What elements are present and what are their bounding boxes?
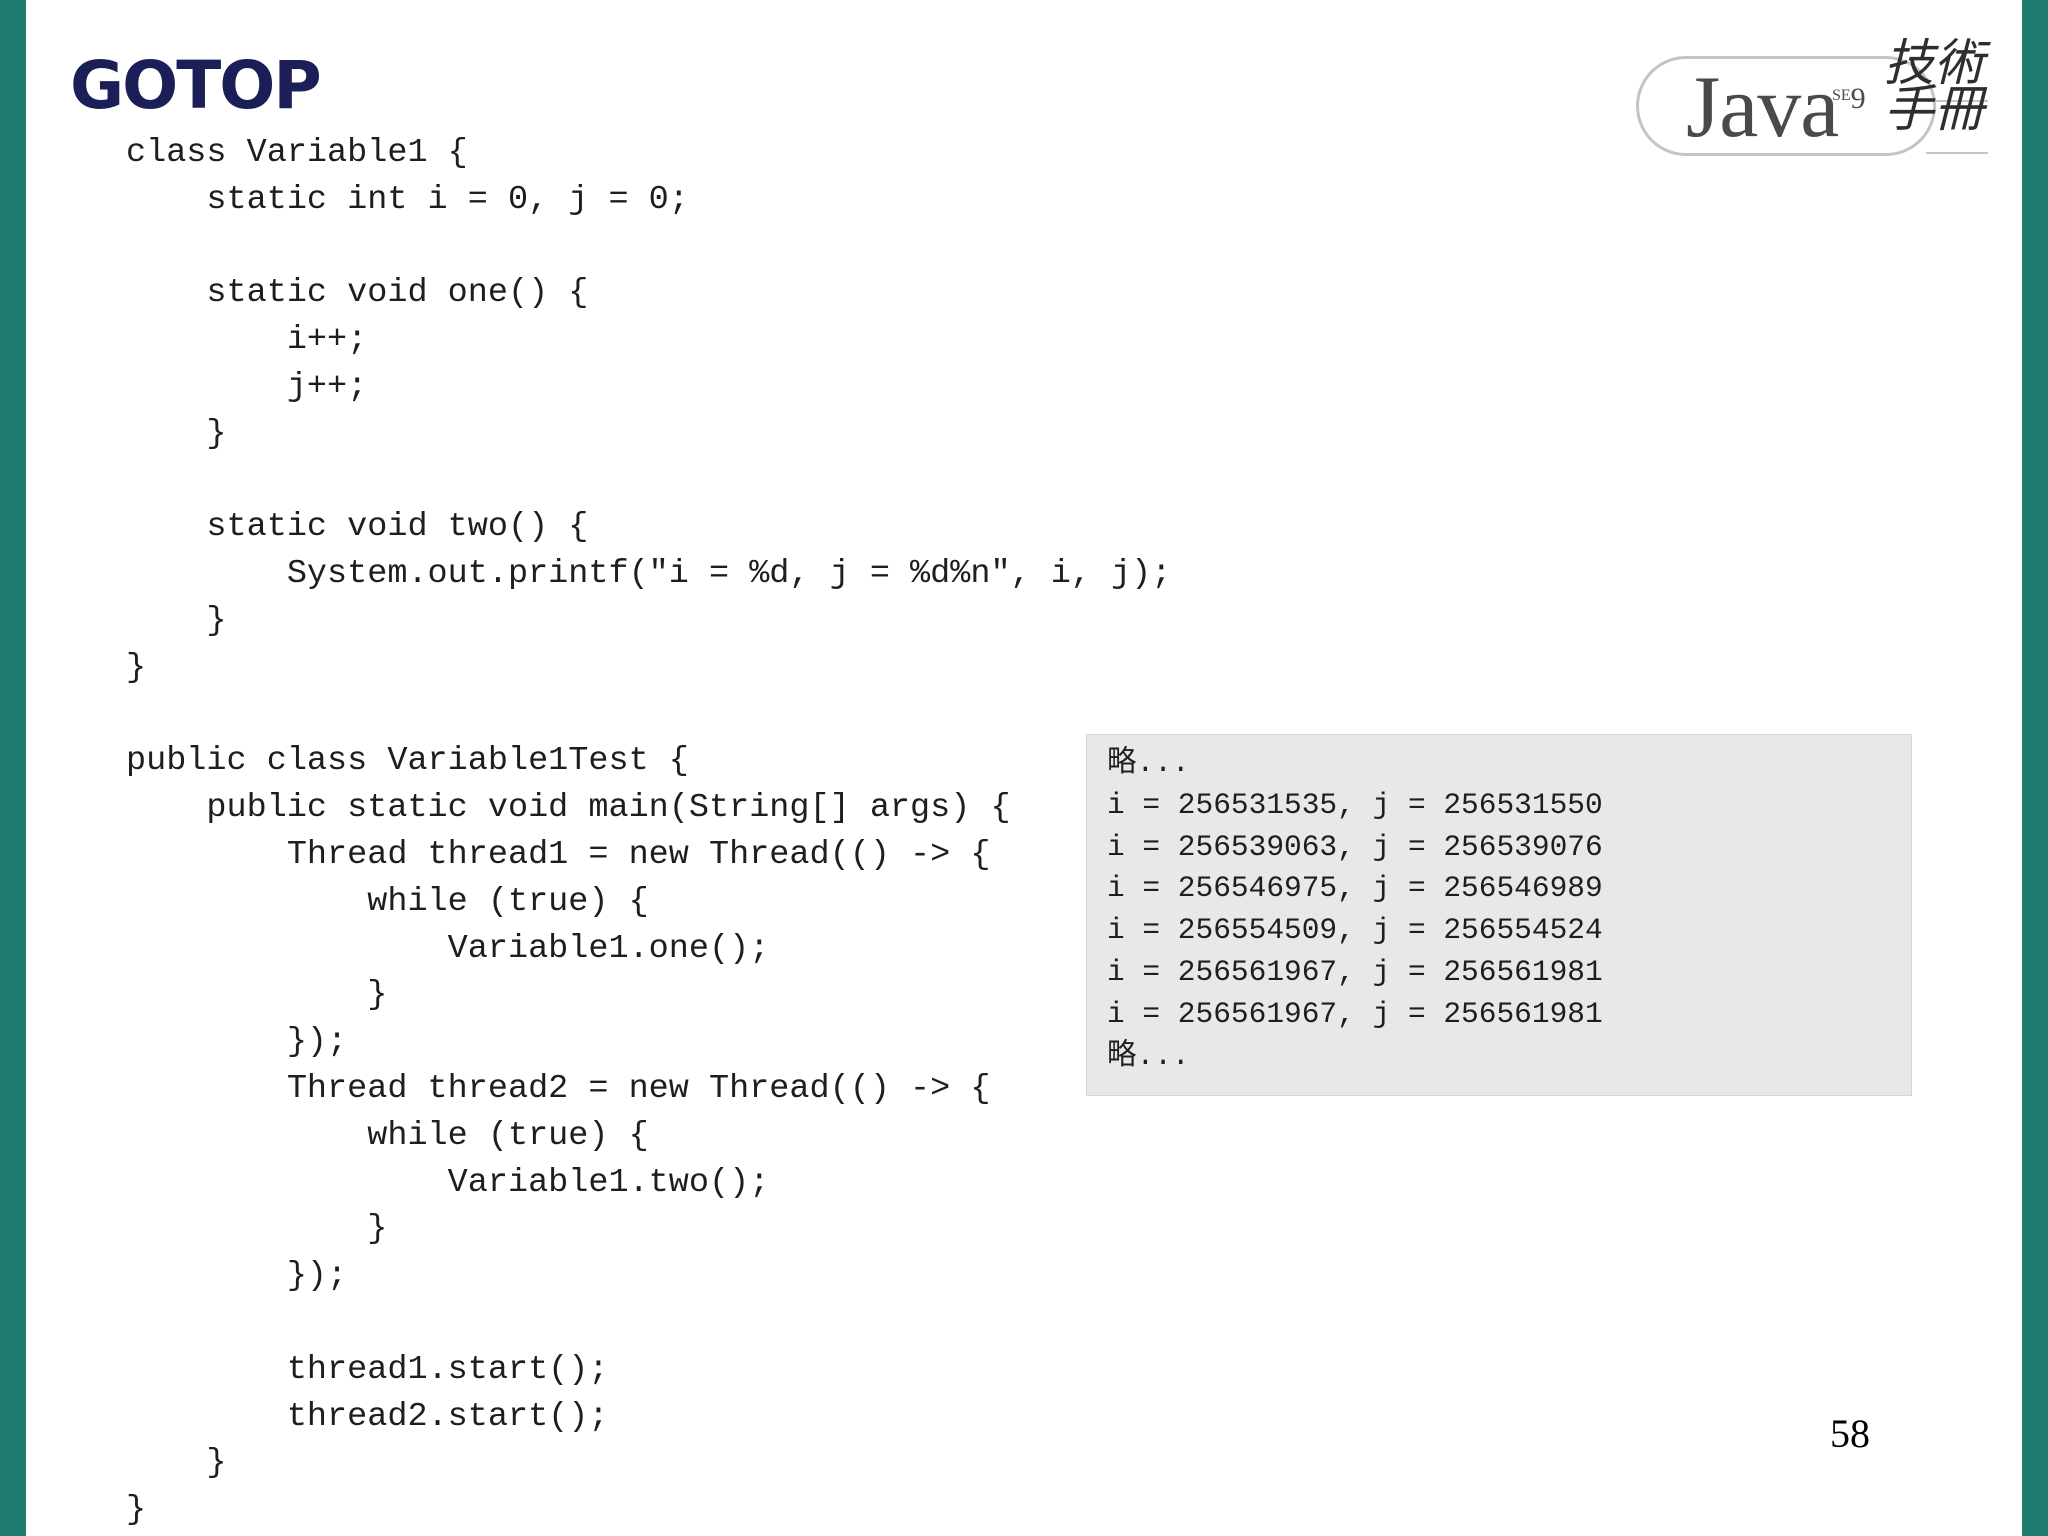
code-line: }: [206, 601, 227, 640]
badge-rule-top: [1926, 100, 1988, 102]
code-line: });: [286, 1023, 348, 1062]
code-line: }: [367, 976, 388, 1015]
left-edge-bar: [0, 0, 26, 1536]
output-line: i = 256531535, j = 256531550: [1107, 787, 1603, 822]
code-line: }: [206, 414, 227, 453]
code-line: while (true) {: [367, 882, 649, 921]
gotop-logo: GOTOP: [70, 47, 322, 124]
badge-java-word: Java: [1686, 59, 1839, 156]
code-line: static void one() {: [206, 274, 589, 313]
right-edge-bar: [2022, 0, 2048, 1536]
console-output-text: 略... i = 256531535, j = 256531550 i = 25…: [1107, 743, 1911, 1077]
code-line: Variable1.one();: [447, 929, 770, 968]
output-line: i = 256546975, j = 256546989: [1107, 871, 1603, 906]
code-line: }: [126, 648, 147, 687]
output-line: 略...: [1107, 746, 1190, 780]
output-line: i = 256561967, j = 256561981: [1107, 954, 1603, 989]
output-line: i = 256554509, j = 256554524: [1107, 913, 1603, 948]
code-line: static int i = 0, j = 0;: [206, 180, 689, 219]
badge-version: SE9: [1832, 82, 1866, 116]
code-line: });: [286, 1257, 348, 1296]
page-number: 58: [1830, 1411, 1870, 1456]
code-line: System.out.printf("i = %d, j = %d%n", i,…: [286, 555, 1172, 594]
badge-version-number: 9: [1850, 82, 1866, 115]
code-line: thread2.start();: [286, 1397, 609, 1436]
code-line: Variable1.two();: [447, 1163, 770, 1202]
code-line: while (true) {: [367, 1116, 649, 1155]
code-line: static void two() {: [206, 508, 589, 547]
java-code-listing: class Variable1 { static int i = 0, j = …: [126, 130, 1171, 1534]
code-line: j++;: [286, 367, 368, 406]
badge-pill-outline: [1636, 56, 1936, 156]
console-output-box: 略... i = 256531535, j = 256531550 i = 25…: [1086, 734, 1912, 1096]
code-line: Thread thread1 = new Thread(() -> {: [286, 835, 991, 874]
java-se9-badge: Java SE9 技術手冊: [1636, 34, 1988, 180]
code-line: public static void main(String[] args) {: [206, 789, 1011, 828]
code-line: public class Variable1Test {: [126, 742, 689, 781]
badge-rule-bottom: [1926, 152, 1988, 154]
code-line: }: [367, 1210, 388, 1249]
badge-cjk-title: 技術手冊: [1884, 34, 1984, 138]
code-line: Thread thread2 = new Thread(() -> {: [286, 1069, 991, 1108]
badge-se-label: SE: [1832, 87, 1851, 104]
output-line: i = 256561967, j = 256561981: [1107, 996, 1603, 1031]
code-line: }: [126, 1491, 147, 1530]
output-line: i = 256539063, j = 256539076: [1107, 829, 1603, 864]
code-line: thread1.start();: [286, 1350, 609, 1389]
output-line: 略...: [1107, 1038, 1190, 1073]
code-line: }: [206, 1444, 227, 1483]
code-line: class Variable1 {: [126, 134, 468, 172]
code-line: i++;: [286, 321, 368, 360]
